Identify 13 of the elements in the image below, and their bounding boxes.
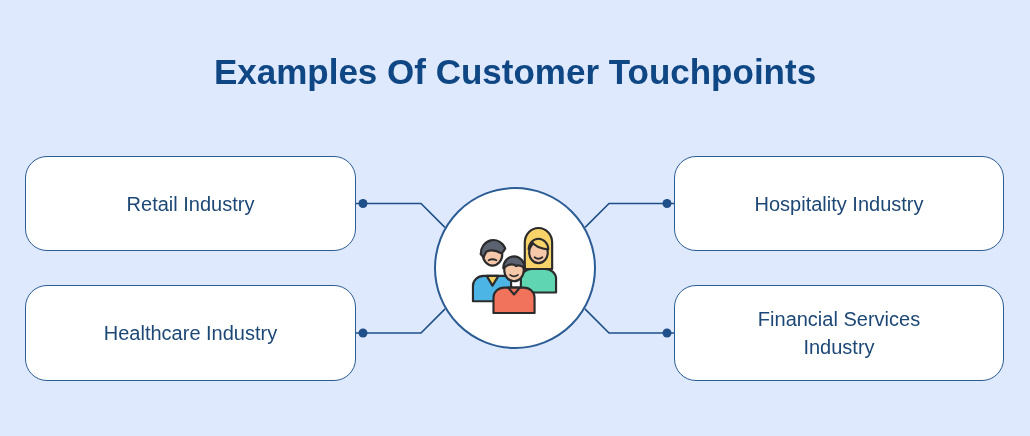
node-label: Hospitality Industry bbox=[754, 191, 924, 217]
node-label: Retail Industry bbox=[126, 191, 255, 217]
connector-line bbox=[355, 199, 446, 229]
rounded-box bbox=[25, 285, 356, 381]
connector-line bbox=[584, 199, 675, 229]
node-label: Healthcare Industry bbox=[103, 321, 278, 346]
node-label: Financial Services Industry bbox=[756, 307, 922, 360]
connector-line bbox=[584, 308, 675, 338]
connector-line bbox=[355, 308, 446, 338]
rounded-box bbox=[674, 156, 1004, 251]
rounded-box bbox=[674, 285, 1004, 381]
title: Examples Of Customer Touchpoints bbox=[213, 52, 817, 91]
rounded-box bbox=[25, 156, 356, 251]
